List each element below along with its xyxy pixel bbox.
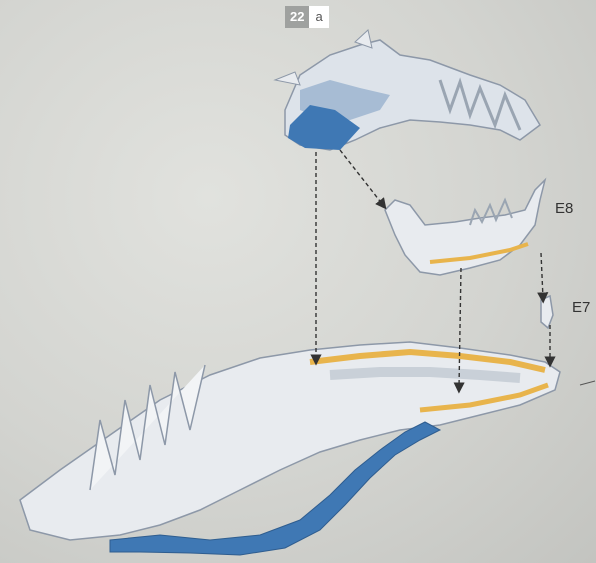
part-label-e8: E8 xyxy=(555,200,573,217)
skull-part-icon xyxy=(275,30,540,150)
skeleton-base-icon xyxy=(20,342,560,555)
step-badge: 22 a xyxy=(285,6,329,28)
small-clip-part-icon xyxy=(541,296,553,328)
pointer-line xyxy=(580,381,595,385)
step-number: 22 xyxy=(285,6,309,28)
part-label-e7: E7 xyxy=(572,299,590,316)
step-letter: a xyxy=(309,6,328,28)
lower-jaw-part-icon xyxy=(385,180,545,275)
